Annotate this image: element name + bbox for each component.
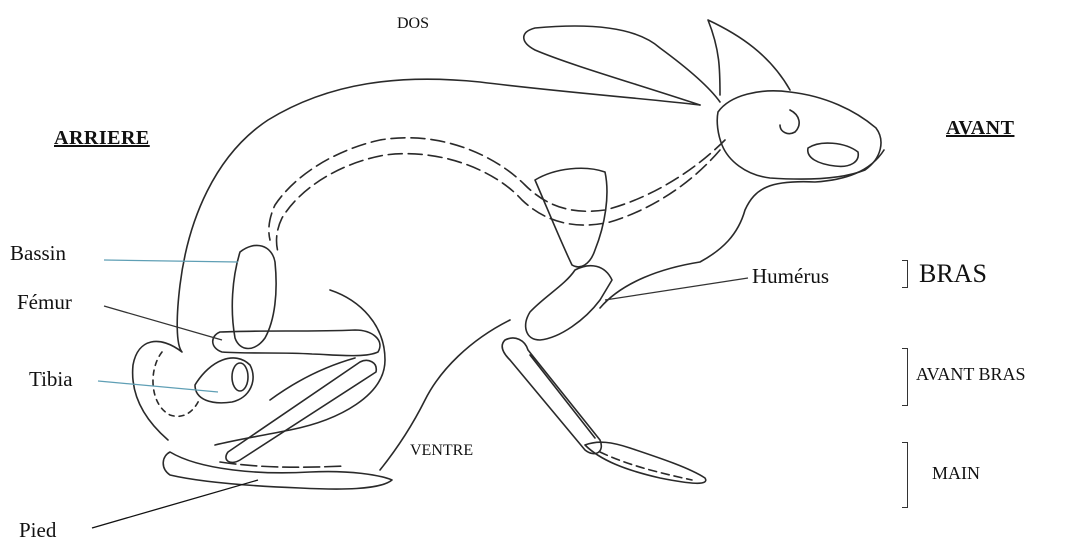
label-pied: Pied <box>19 520 56 541</box>
leader-femur <box>104 306 222 340</box>
pelvis-bone <box>232 245 276 348</box>
scapula <box>535 168 607 267</box>
label-avant-bras: AVANT BRAS <box>916 365 1026 383</box>
leader-pied <box>92 480 258 528</box>
hind-foot-bones <box>220 462 345 467</box>
tail-curl <box>153 352 200 416</box>
front-paw-digits <box>600 452 692 480</box>
humerus-bone <box>526 266 612 340</box>
label-arriere: ARRIERE <box>54 128 150 148</box>
ear-right <box>708 20 790 95</box>
leader-bassin <box>104 260 238 262</box>
forearm-bones <box>502 338 601 454</box>
label-dos: DOS <box>397 16 429 32</box>
leader-tibia <box>98 381 218 392</box>
label-bassin: Bassin <box>10 243 66 264</box>
hind-foot <box>163 452 392 489</box>
label-femur: Fémur <box>17 292 72 313</box>
bracket-bras <box>902 260 908 288</box>
label-ventre: VENTRE <box>410 443 473 459</box>
bracket-main <box>902 442 908 508</box>
label-humerus: Humérus <box>752 266 829 287</box>
obturator-foramen <box>232 363 248 391</box>
label-main: MAIN <box>932 464 980 482</box>
front-paw <box>585 442 706 483</box>
spine-upper <box>269 138 725 240</box>
ear-left <box>524 26 720 105</box>
skull <box>717 91 881 179</box>
spine-lower <box>277 150 720 252</box>
label-tibia: Tibia <box>29 369 73 390</box>
leader-humerus <box>605 278 748 300</box>
jaw-outline <box>808 143 858 166</box>
eye-socket <box>780 110 799 134</box>
label-bras: BRAS <box>919 261 987 287</box>
bracket-avant-bras <box>902 348 908 406</box>
label-avant: AVANT <box>946 118 1014 138</box>
